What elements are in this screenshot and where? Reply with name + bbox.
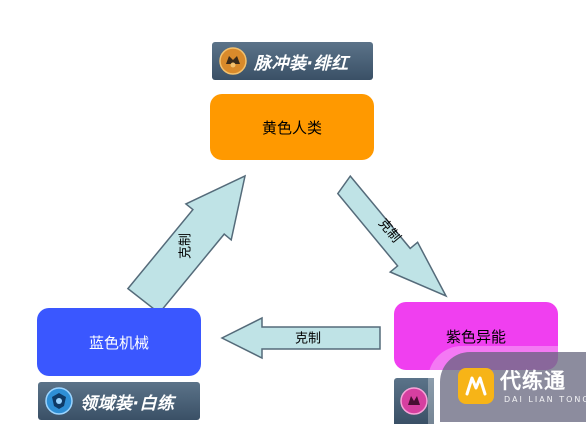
watermark-title: 代练通 bbox=[500, 369, 566, 393]
node-purple-label: 紫色异能 bbox=[445, 327, 506, 346]
badge-top-label: 脉冲装·绯红 bbox=[254, 53, 349, 74]
badge-pulse-crimson: 脉冲装·绯红 bbox=[212, 42, 373, 80]
arrow-label-blue-yellow: 克制 bbox=[179, 233, 194, 259]
mutant-emblem-icon bbox=[400, 387, 428, 415]
watermark-subtitle: DAI LIAN TONG bbox=[504, 395, 586, 404]
badge-purple-partial bbox=[394, 378, 434, 424]
badge-bottom-label: 领域装·白练 bbox=[80, 393, 175, 414]
arrow-label-purple-blue: 克制 bbox=[295, 332, 321, 347]
arrow-purple-to-blue: 克制 bbox=[220, 316, 381, 360]
watermark: 代练通 DAI LIAN TONG bbox=[428, 346, 586, 424]
arrow-blue-to-yellow: 克制 bbox=[126, 174, 247, 315]
arrow-yellow-to-purple: 克制 bbox=[336, 174, 448, 298]
node-yellow-label: 黄色人类 bbox=[261, 118, 322, 137]
node-yellow-human: 黄色人类 bbox=[210, 94, 374, 160]
node-blue-label: 蓝色机械 bbox=[88, 333, 149, 352]
badge-domain-white: 领域装·白练 bbox=[38, 382, 200, 420]
node-blue-mecha: 蓝色机械 bbox=[37, 308, 201, 376]
daliantong-logo-icon bbox=[458, 368, 494, 404]
pulse-emblem-icon bbox=[219, 47, 247, 75]
domain-emblem-icon bbox=[45, 387, 73, 415]
